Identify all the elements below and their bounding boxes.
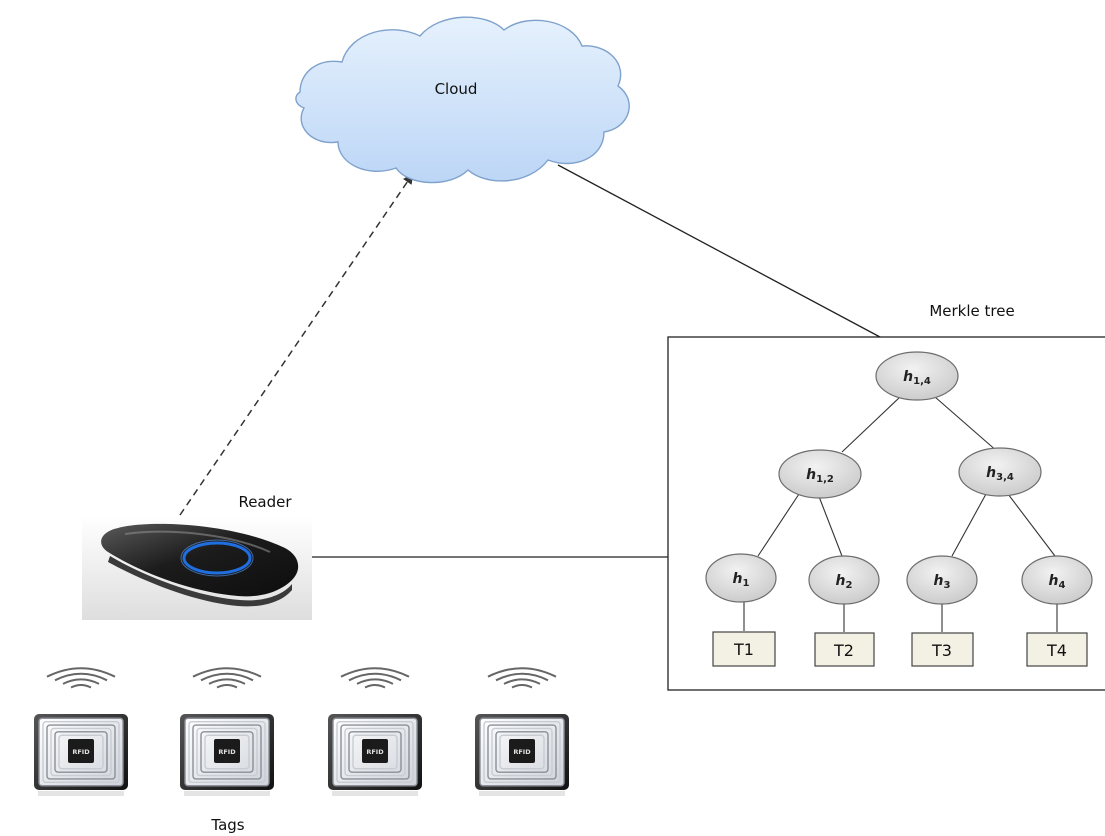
merkle-node-h1: h1 [705, 553, 777, 603]
svg-text:h1: h1 [733, 571, 750, 589]
leaf-t1: T1 [712, 631, 776, 667]
merkle-node-h12: h1,2 [778, 449, 862, 499]
rfid-tag-icon: RFID [475, 714, 569, 796]
reader-to-cloud-dashed-connector [179, 173, 414, 516]
rfid-chip-text: RFID [366, 748, 384, 756]
rfid-chip-text: RFID [513, 748, 531, 756]
merkle-node-h34: h3,4 [958, 447, 1042, 497]
merkle-node-h3: h3 [906, 555, 978, 605]
rfid-reader-icon [82, 516, 312, 620]
svg-text:h4: h4 [1049, 573, 1066, 591]
merkle-tree-label: Merkle tree [929, 302, 1014, 320]
wifi-signal-icon [340, 667, 410, 689]
tags-label: Tags [210, 816, 244, 834]
svg-text:T2: T2 [833, 641, 854, 660]
wifi-signal-icon [192, 667, 262, 689]
wifi-signal-icon [46, 667, 116, 689]
cloud-to-merkle-connector [557, 164, 881, 338]
merkle-tree-edges [743, 396, 1058, 632]
rfid-tag-icon: RFID [34, 714, 128, 796]
leaf-t4: T4 [1026, 632, 1088, 667]
cloud-icon [295, 16, 630, 184]
wifi-signal-icon [487, 667, 557, 689]
merkle-node-h4: h4 [1021, 555, 1093, 605]
svg-text:h2: h2 [836, 573, 853, 591]
cloud-label: Cloud [435, 80, 478, 98]
rfid-tag-icon: RFID [180, 714, 274, 796]
reader-label: Reader [238, 493, 292, 511]
svg-text:T3: T3 [931, 641, 952, 660]
rfid-chip-text: RFID [218, 748, 236, 756]
svg-text:T1: T1 [733, 640, 754, 659]
svg-text:h1,2: h1,2 [806, 467, 834, 485]
svg-text:h1,4: h1,4 [903, 369, 931, 387]
rfid-tag-icon: RFID [328, 714, 422, 796]
merkle-node-h2: h2 [808, 555, 880, 605]
rfid-tags-row: RFID RFID RFID RFID [34, 667, 569, 796]
merkle-root-node: h1,4 [875, 351, 959, 401]
merkle-tree-frame [667, 336, 1105, 691]
svg-text:h3: h3 [934, 573, 951, 591]
rfid-chip-text: RFID [72, 748, 90, 756]
leaf-t2: T2 [814, 632, 875, 667]
leaf-t3: T3 [911, 632, 974, 667]
svg-text:h3,4: h3,4 [986, 465, 1014, 483]
svg-text:T4: T4 [1046, 641, 1067, 660]
